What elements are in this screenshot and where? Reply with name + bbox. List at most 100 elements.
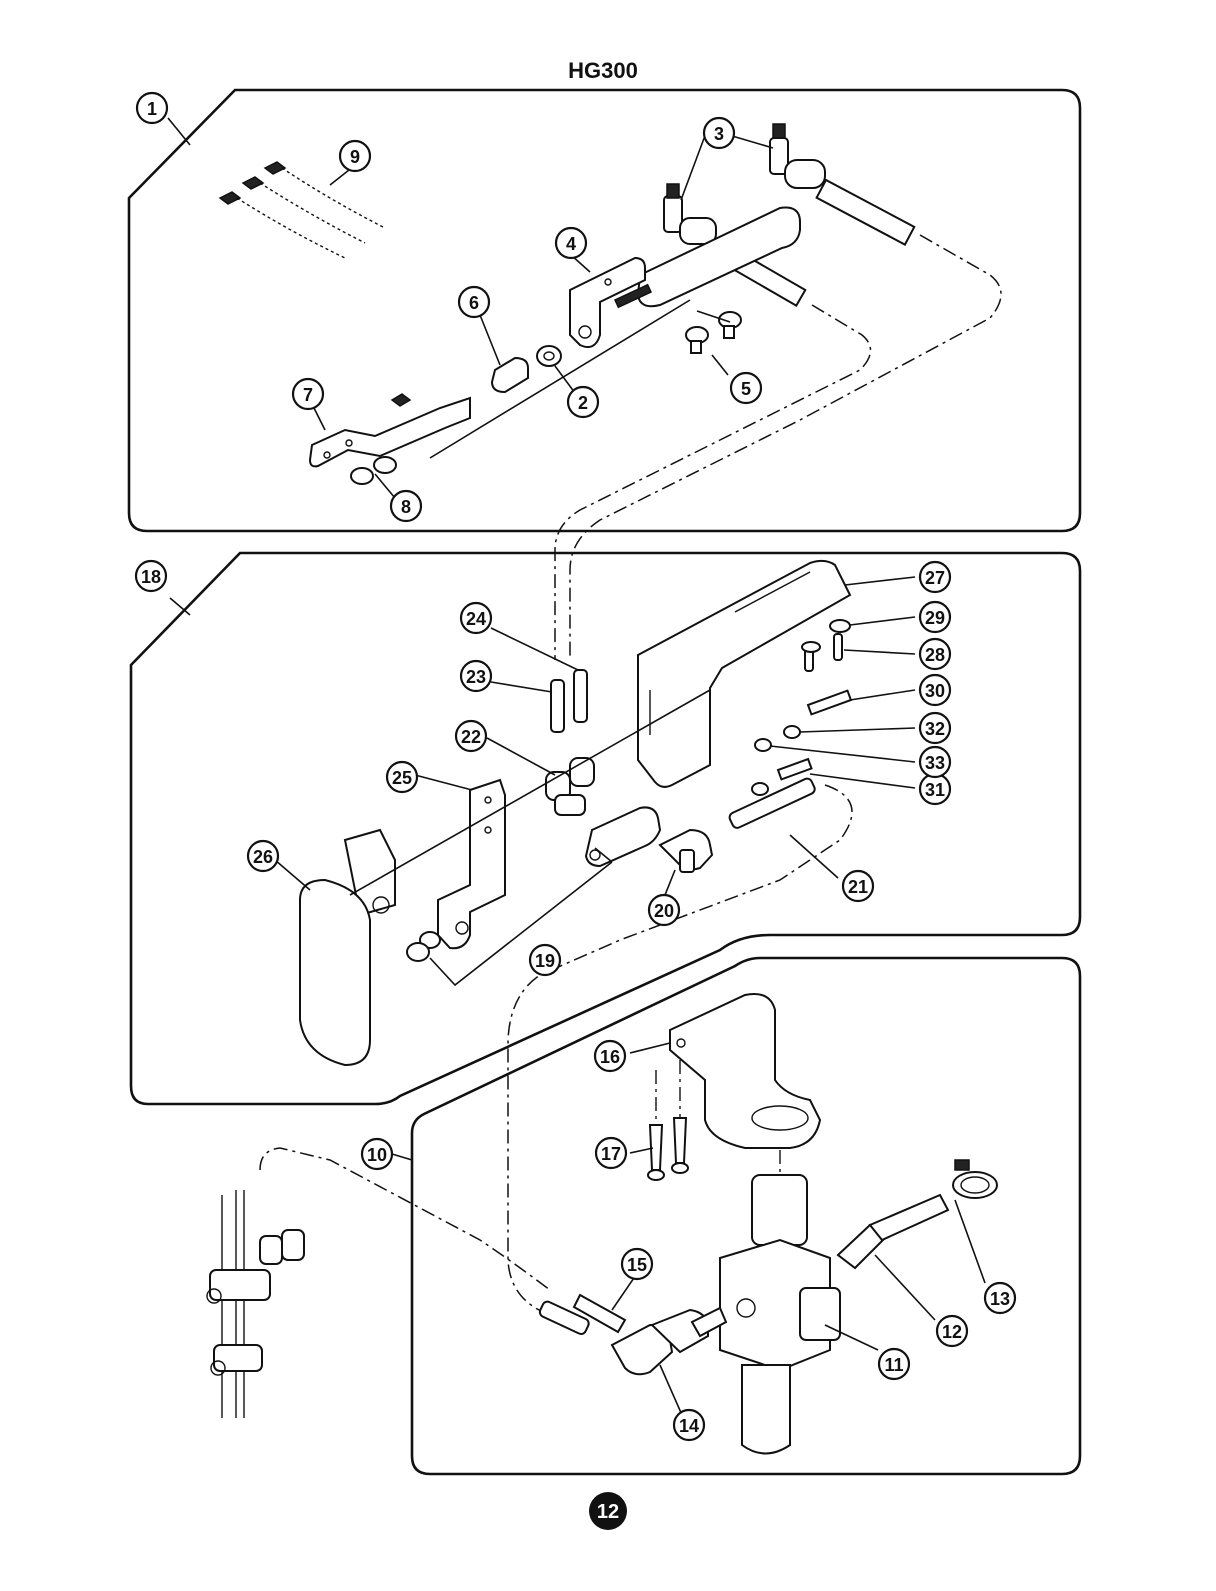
callout-30: 30 xyxy=(920,675,950,705)
svg-text:18: 18 xyxy=(141,567,161,587)
svg-text:16: 16 xyxy=(600,1047,620,1067)
callout-25: 25 xyxy=(387,762,417,792)
svg-text:25: 25 xyxy=(392,768,412,788)
screws-part-5 xyxy=(686,312,741,353)
svg-text:31: 31 xyxy=(925,780,945,800)
callout-21: 21 xyxy=(843,871,873,901)
sleeve-part-6 xyxy=(492,358,528,392)
callout-18: 18 xyxy=(136,561,166,591)
elbows-part-22 xyxy=(546,758,594,815)
callout-13: 13 xyxy=(985,1283,1015,1313)
tubes-part-23-24 xyxy=(551,670,587,732)
svg-text:8: 8 xyxy=(401,497,411,517)
washer-part-33 xyxy=(755,739,771,751)
callout-8: 8 xyxy=(391,491,421,521)
callout-20: 20 xyxy=(649,895,679,925)
callout-28: 28 xyxy=(920,639,950,669)
svg-text:22: 22 xyxy=(461,727,481,747)
svg-text:26: 26 xyxy=(253,847,273,867)
callout-15: 15 xyxy=(622,1249,652,1279)
bracket-part-25 xyxy=(438,780,505,948)
svg-text:5: 5 xyxy=(741,379,751,399)
elbow-part-20 xyxy=(660,830,712,872)
callout-6: 6 xyxy=(459,287,489,317)
callout-12: 12 xyxy=(937,1316,967,1346)
svg-text:12: 12 xyxy=(942,1322,962,1342)
svg-text:30: 30 xyxy=(925,681,945,701)
bracket-part-16 xyxy=(670,994,820,1148)
page-number-badge: 12 xyxy=(589,1492,627,1530)
callout-14: 14 xyxy=(674,1410,704,1440)
bracket-part-27 xyxy=(638,561,850,787)
svg-text:2: 2 xyxy=(578,393,588,413)
bolt-part-30 xyxy=(808,691,851,715)
screws-part-28 xyxy=(802,634,842,671)
svg-text:9: 9 xyxy=(350,147,360,167)
callout-9: 9 xyxy=(340,141,370,171)
valve-unit xyxy=(207,1190,304,1418)
hose-clamp-part-13 xyxy=(953,1160,997,1198)
svg-text:7: 7 xyxy=(303,385,313,405)
callout-3: 3 xyxy=(704,118,734,148)
knee-pad-part-26 xyxy=(300,830,395,1065)
page-number: 12 xyxy=(597,1501,619,1523)
callout-10: 10 xyxy=(362,1139,392,1169)
callout-31: 31 xyxy=(920,774,950,804)
svg-text:17: 17 xyxy=(601,1144,621,1164)
callout-1: 1 xyxy=(137,93,167,123)
callout-16: 16 xyxy=(595,1041,625,1071)
svg-text:27: 27 xyxy=(925,568,945,588)
callout-29: 29 xyxy=(920,602,950,632)
callout-4: 4 xyxy=(556,228,586,258)
callout-17: 17 xyxy=(596,1138,626,1168)
nut-part-2 xyxy=(537,346,561,366)
callout-7: 7 xyxy=(293,379,323,409)
nut-part-19 xyxy=(407,932,440,961)
callout-22: 22 xyxy=(456,721,486,751)
callout-19: 19 xyxy=(530,945,560,975)
elbows-part-14 xyxy=(538,1300,726,1374)
svg-text:29: 29 xyxy=(925,608,945,628)
tube-part-21 xyxy=(728,777,816,830)
callout-32: 32 xyxy=(920,713,950,743)
panel-top xyxy=(129,90,1080,531)
screws-part-8 xyxy=(351,457,396,484)
svg-text:23: 23 xyxy=(466,667,486,687)
screws-part-17 xyxy=(648,1118,688,1180)
bracket-part-4 xyxy=(570,258,651,347)
svg-text:10: 10 xyxy=(367,1145,387,1165)
filter-regulator-part-11 xyxy=(720,1175,840,1454)
svg-text:6: 6 xyxy=(469,293,479,313)
svg-text:14: 14 xyxy=(679,1416,699,1436)
callout-2: 2 xyxy=(568,387,598,417)
callout-27: 27 xyxy=(920,562,950,592)
callout-23: 23 xyxy=(461,661,491,691)
svg-text:21: 21 xyxy=(848,877,868,897)
svg-text:28: 28 xyxy=(925,645,945,665)
svg-text:20: 20 xyxy=(654,901,674,921)
svg-text:32: 32 xyxy=(925,719,945,739)
svg-text:1: 1 xyxy=(147,99,157,119)
cable-ties-part-9 xyxy=(220,162,385,258)
nipple-part-12 xyxy=(838,1195,948,1268)
callout-26: 26 xyxy=(248,841,278,871)
svg-text:19: 19 xyxy=(535,951,555,971)
callout-33: 33 xyxy=(920,747,950,777)
washer-part-29 xyxy=(830,620,850,632)
svg-text:3: 3 xyxy=(714,124,724,144)
svg-text:24: 24 xyxy=(466,609,486,629)
svg-text:15: 15 xyxy=(627,1255,647,1275)
valve-part-19 xyxy=(586,807,660,866)
svg-text:4: 4 xyxy=(566,234,576,254)
svg-text:13: 13 xyxy=(990,1289,1010,1309)
callout-11: 11 xyxy=(879,1349,909,1379)
callout-5: 5 xyxy=(731,373,761,403)
svg-text:33: 33 xyxy=(925,753,945,773)
svg-text:11: 11 xyxy=(884,1355,903,1375)
callout-24: 24 xyxy=(461,603,491,633)
bracket-part-7 xyxy=(310,394,470,466)
nut-part-32 xyxy=(784,726,800,738)
speed-controllers-part-3 xyxy=(638,124,914,306)
